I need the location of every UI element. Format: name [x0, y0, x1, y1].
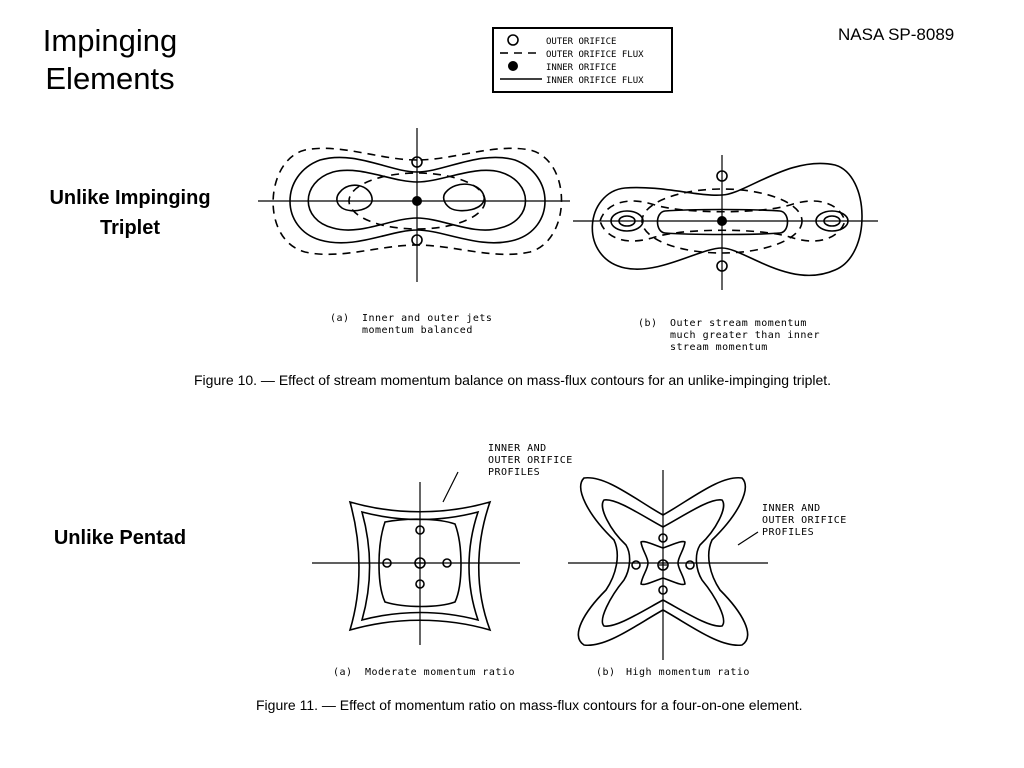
- fig10b-tag: (b): [638, 318, 658, 329]
- inner-orifice-legend-icon: [508, 61, 518, 71]
- outer-orifice-legend-icon: [507, 34, 519, 46]
- fig10a-tag: (a): [330, 313, 350, 324]
- legend-box: [492, 27, 673, 93]
- fig11b-tag: (b): [596, 667, 616, 678]
- section-label-pentad: Unlike Pentad: [53, 527, 187, 549]
- fig10a-subcaption: Inner and outer jets momentum balanced: [362, 313, 493, 336]
- fig11b-subcaption: High momentum ratio: [626, 667, 750, 678]
- fig11a-subcaption: Moderate momentum ratio: [365, 667, 515, 678]
- fig11b-callout: INNER AND OUTER ORIFICE PROFILES: [762, 503, 847, 538]
- source-label: NASA SP-8089: [838, 25, 955, 44]
- fig10-caption: Figure 10. — Effect of stream momentum b…: [194, 372, 832, 388]
- fig10a-diagram: [258, 128, 570, 282]
- legend-symbols: [500, 34, 542, 80]
- fig11a-callout: INNER AND OUTER ORIFICE PROFILES: [488, 443, 573, 478]
- legend-label-outer-flux: OUTER ORIFICE FLUX: [546, 50, 644, 60]
- fig11a-diagram: [312, 471, 520, 645]
- legend-label-inner-orifice: INNER ORIFICE: [546, 63, 616, 73]
- fig11a-tag: (a): [333, 667, 353, 678]
- fig10b-diagram: [573, 155, 878, 290]
- legend-label-outer-orifice: OUTER ORIFICE: [546, 37, 616, 47]
- slide-title: Impinging Elements: [42, 23, 178, 96]
- fig11-caption: Figure 11. — Effect of momentum ratio on…: [256, 697, 803, 713]
- fig11b-diagram: [568, 470, 768, 660]
- section-label-triplet: Unlike Impinging Triplet: [49, 187, 211, 239]
- fig10b-subcaption: Outer stream momentum much greater than …: [670, 318, 820, 353]
- legend-label-inner-flux: INNER ORIFICE FLUX: [546, 76, 644, 86]
